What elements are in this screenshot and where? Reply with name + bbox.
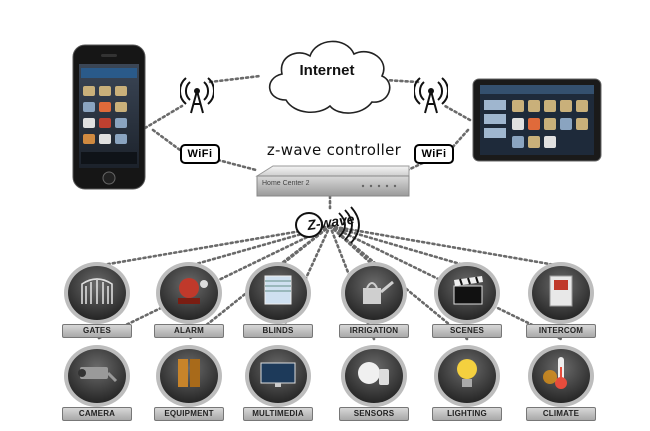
device-equipment: EQUIPMENT — [154, 343, 224, 421]
antenna-icon — [180, 77, 214, 114]
wifi-label: WiFi — [187, 148, 213, 160]
controller-label: z-wave controller — [266, 141, 402, 159]
device-label: IRRIGATION — [339, 324, 409, 338]
device-label: BLINDS — [243, 324, 313, 338]
gate-icon — [64, 262, 130, 324]
device-gates: GATES — [62, 260, 132, 338]
window-blinds-icon — [245, 262, 311, 324]
device-climate: CLIMATE — [526, 343, 596, 421]
internet-cloud — [268, 40, 391, 114]
doors-icon — [156, 345, 222, 407]
antenna-icon — [414, 77, 448, 114]
connection-line — [328, 224, 469, 268]
wifi-badge: WiFi — [414, 144, 454, 164]
watering-can-icon — [341, 262, 407, 324]
device-sensors: SENSORS — [339, 343, 409, 421]
device-label: CAMERA — [62, 407, 132, 421]
device-scenes: SCENES — [432, 260, 502, 338]
connection-line — [95, 224, 332, 268]
device-multimedia: MULTIMEDIA — [243, 343, 313, 421]
tv-icon — [245, 345, 311, 407]
zwave-logo-icon — [295, 206, 360, 244]
controller-brand: Home Center 2 — [262, 180, 310, 187]
device-alarm: ALARM — [154, 260, 224, 338]
device-label: ALARM — [154, 324, 224, 338]
connection-line — [328, 224, 563, 268]
clapperboard-icon — [434, 262, 500, 324]
device-camera: CAMERA — [62, 343, 132, 421]
connection-line — [187, 224, 332, 268]
device-blinds: BLINDS — [243, 260, 313, 338]
device-label: LIGHTING — [432, 407, 502, 421]
device-intercom: INTERCOM — [526, 260, 596, 338]
device-label: SCENES — [432, 324, 502, 338]
alarm-siren-icon — [156, 262, 222, 324]
connection-line — [328, 224, 563, 341]
zwave-controller-icon — [255, 165, 410, 197]
device-lighting: LIGHTING — [432, 343, 502, 421]
wifi-badge: WiFi — [180, 144, 220, 164]
device-label: INTERCOM — [526, 324, 596, 338]
device-label: SENSORS — [339, 407, 409, 421]
sensor-icon — [341, 345, 407, 407]
security-camera-icon — [64, 345, 130, 407]
smartphone-icon — [72, 44, 146, 190]
light-bulb-icon — [434, 345, 500, 407]
internet-label: Internet — [299, 62, 355, 79]
tablet-icon — [472, 78, 602, 162]
device-label: GATES — [62, 324, 132, 338]
device-label: EQUIPMENT — [154, 407, 224, 421]
intercom-icon — [528, 262, 594, 324]
device-label: CLIMATE — [526, 407, 596, 421]
thermometer-icon — [528, 345, 594, 407]
device-label: MULTIMEDIA — [243, 407, 313, 421]
device-irrigation: IRRIGATION — [339, 260, 409, 338]
wifi-label: WiFi — [421, 148, 447, 160]
